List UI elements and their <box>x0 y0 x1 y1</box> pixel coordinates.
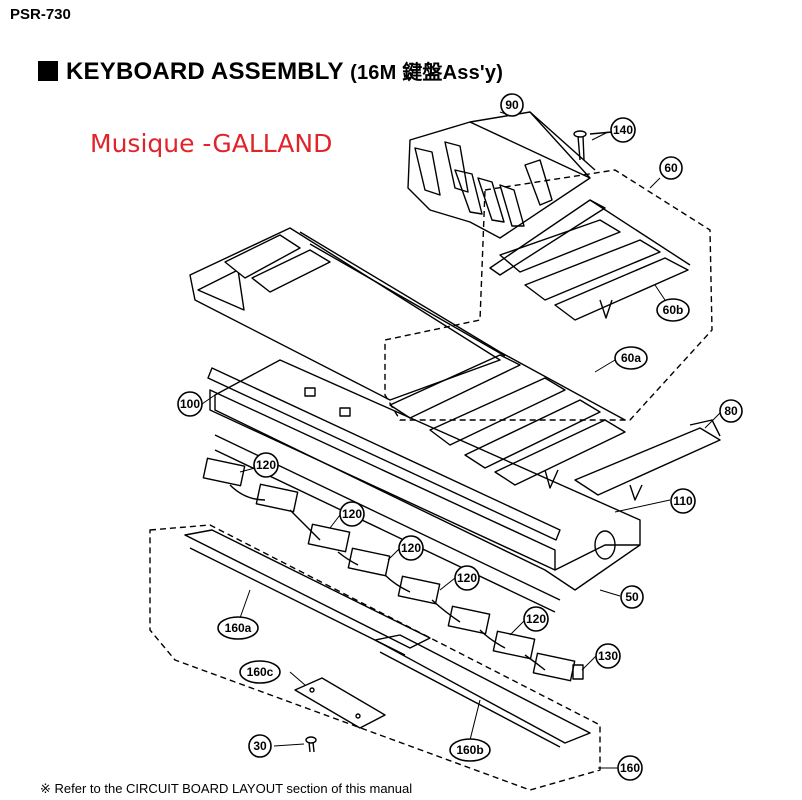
callout-140: 140 <box>613 123 633 137</box>
title-main: KEYBOARD ASSEMBLY <box>66 58 344 85</box>
black-key-set <box>407 111 596 239</box>
screw-30 <box>305 736 317 753</box>
footnote: ※ Refer to the CIRCUIT BOARD LAYOUT sect… <box>40 781 413 796</box>
watermark: Musique -GALLAND <box>90 129 333 158</box>
callout-120-e: 120 <box>526 612 546 626</box>
screw-130 <box>572 664 584 680</box>
callout-120-a: 120 <box>256 458 276 472</box>
white-key-set-60a <box>389 351 626 489</box>
callout-60b: 60b <box>663 303 684 317</box>
callout-60a: 60a <box>621 351 641 365</box>
title-sub: (16M 鍵盤Ass'y) <box>350 62 504 84</box>
circuit-board-160a <box>184 529 431 656</box>
white-key-set-60b <box>489 199 691 321</box>
callout-30: 30 <box>253 739 267 753</box>
callout-160b: 160b <box>456 743 483 757</box>
callout-160: 160 <box>620 761 640 775</box>
circuit-board-160b <box>374 634 591 748</box>
single-key-80 <box>574 419 721 501</box>
section-title: KEYBOARD ASSEMBLY (16M 鍵盤Ass'y) <box>38 56 503 86</box>
circuit-board-160c <box>294 677 386 729</box>
model-number: PSR-730 <box>10 6 71 23</box>
callout-110: 110 <box>673 494 693 508</box>
callout-120-d: 120 <box>457 571 477 585</box>
callout-120-c: 120 <box>401 541 421 555</box>
callout-80: 80 <box>724 404 738 418</box>
callout-50: 50 <box>625 590 639 604</box>
keyboard-body <box>189 227 506 401</box>
title-square-icon <box>38 61 58 81</box>
leader-lines <box>201 111 721 769</box>
callout-100: 100 <box>180 397 200 411</box>
callout-160a: 160a <box>225 621 252 635</box>
rubber-contact-strip <box>202 457 576 682</box>
callout-90: 90 <box>505 98 519 112</box>
screw-140 <box>573 130 613 161</box>
guide-rod <box>207 367 561 541</box>
callout-160c: 160c <box>247 665 274 679</box>
callout-120-b: 120 <box>342 507 362 521</box>
callout-60: 60 <box>664 161 678 175</box>
keyboard-frame <box>209 359 641 613</box>
callout-130: 130 <box>598 649 618 663</box>
